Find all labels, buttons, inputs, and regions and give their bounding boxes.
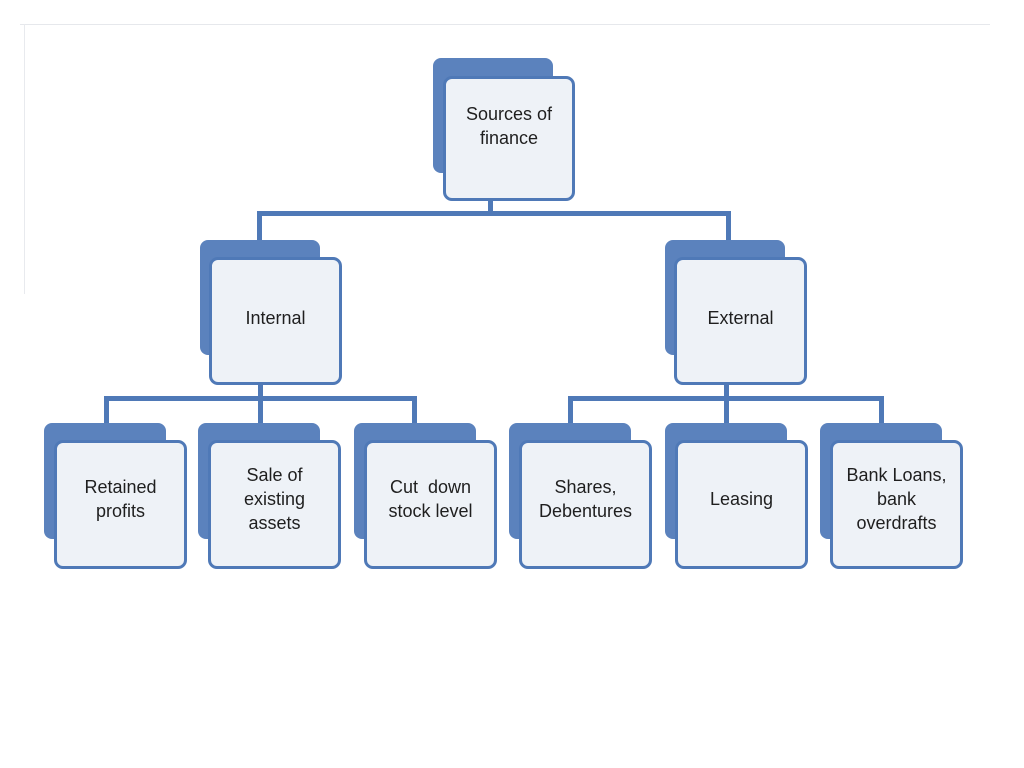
connector-external-stem bbox=[724, 382, 729, 399]
node-cut-down-stock-level: Cut down stock level bbox=[354, 423, 497, 569]
node-label: Shares, Debentures bbox=[538, 477, 633, 521]
top-divider bbox=[20, 24, 990, 25]
connector-external-child3-drop bbox=[879, 396, 884, 425]
node-label: Bank Loans, bank overdrafts bbox=[846, 465, 947, 533]
node-sources-of-finance: Sources of finance bbox=[433, 58, 575, 201]
node-shares-debentures: Shares, Debentures bbox=[509, 423, 652, 569]
node-internal: Internal bbox=[200, 240, 342, 385]
connector-internal-child1-drop bbox=[104, 396, 109, 425]
node-bank-loans-overdrafts: Bank Loans, bank overdrafts bbox=[820, 423, 963, 569]
node-retained-profits: Retained profits bbox=[44, 423, 187, 569]
connector-internal-child3-drop bbox=[412, 396, 417, 425]
connector-external-drop bbox=[726, 211, 731, 243]
node-sale-of-existing-assets: Sale of existing assets bbox=[198, 423, 341, 569]
node-label: Cut down stock level bbox=[388, 477, 473, 521]
node-label: Retained profits bbox=[84, 477, 157, 521]
connector-internal-stem bbox=[258, 382, 263, 399]
node-external: External bbox=[665, 240, 807, 385]
node-label: Leasing bbox=[709, 489, 774, 509]
node-label: Sources of finance bbox=[465, 104, 553, 148]
node-label: Sale of existing assets bbox=[243, 465, 306, 533]
node-label: Internal bbox=[245, 308, 306, 328]
left-divider bbox=[24, 24, 25, 294]
connector-internal-child2-drop bbox=[258, 396, 263, 425]
connector-internal-drop bbox=[257, 211, 262, 243]
connector-external-child1-drop bbox=[568, 396, 573, 425]
node-label: External bbox=[707, 308, 774, 328]
connector-level1-bar bbox=[257, 211, 731, 216]
connector-root-stem bbox=[488, 198, 493, 214]
connector-external-child2-drop bbox=[724, 396, 729, 425]
node-leasing: Leasing bbox=[665, 423, 808, 569]
